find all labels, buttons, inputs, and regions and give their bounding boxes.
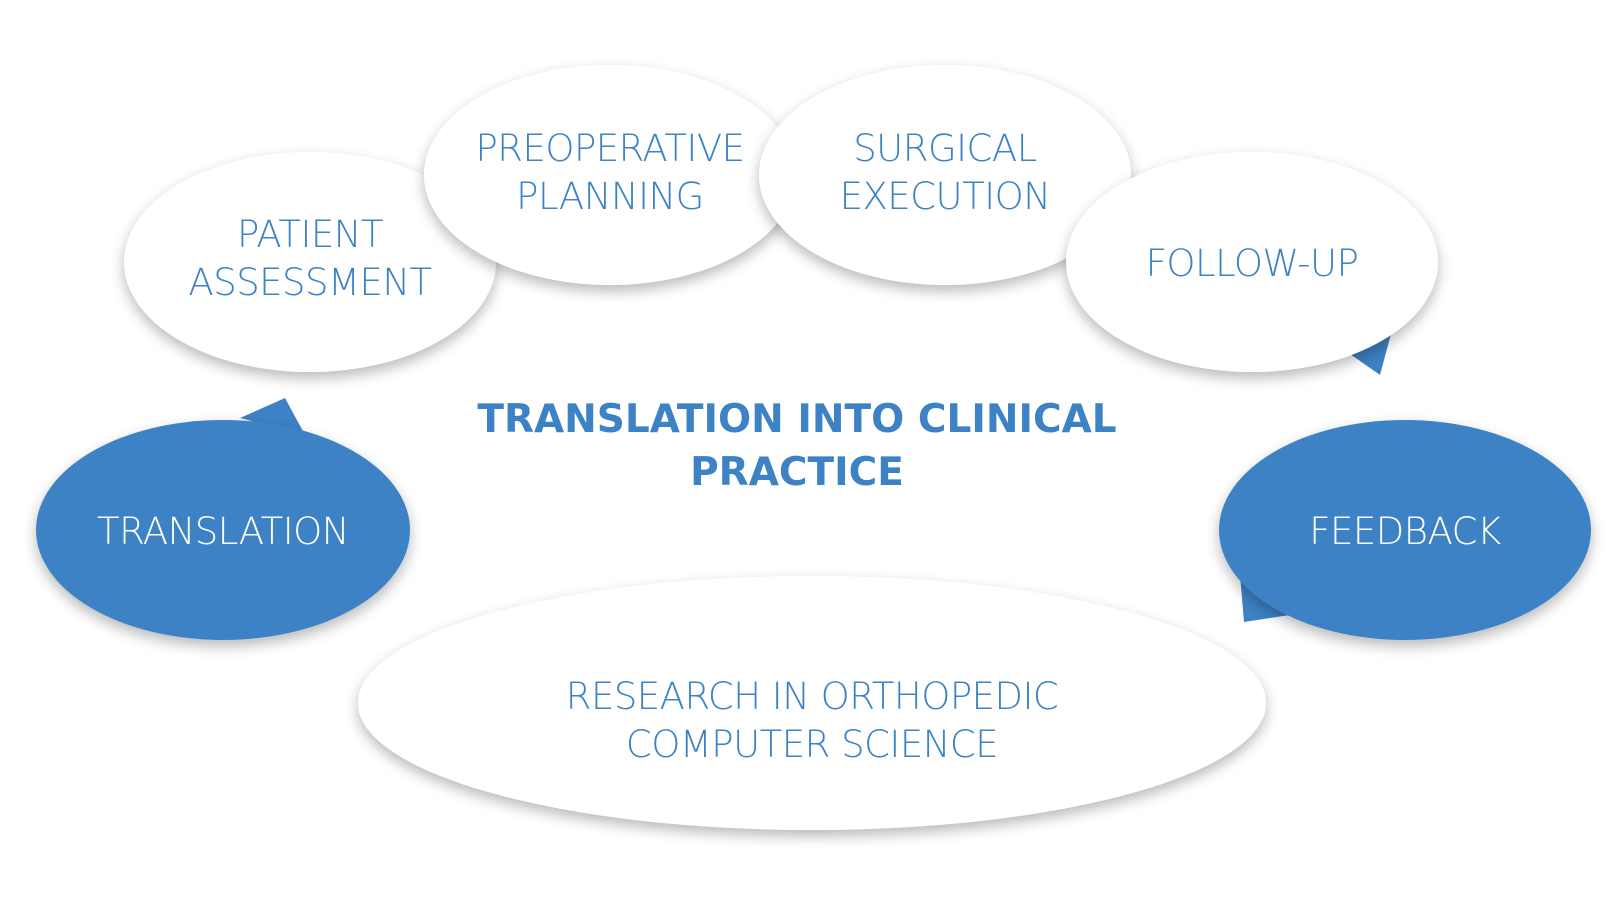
node-patient-assessment-line-2: ASSESSMENT xyxy=(188,261,431,304)
node-preoperative-planning-line-2: PLANNING xyxy=(516,175,704,218)
node-follow-up: FOLLOW-UP xyxy=(1066,152,1438,372)
node-follow-up-line-1: FOLLOW-UP xyxy=(1146,242,1359,285)
node-surgical-execution-line-2: EXECUTION xyxy=(840,175,1051,218)
node-research-line-2: COMPUTER SCIENCE xyxy=(626,723,998,766)
node-feedback: FEEDBACK xyxy=(1219,420,1591,640)
node-research-line-1: RESEARCH IN ORTHOPEDIC xyxy=(566,675,1059,718)
node-feedback-line-1: FEEDBACK xyxy=(1309,510,1501,553)
arrow-tail-translation-to-patient xyxy=(240,398,305,435)
node-patient-assessment: PATIENT ASSESSMENT xyxy=(124,152,496,372)
node-translation: TRANSLATION xyxy=(36,420,410,640)
node-patient-assessment-line-1: PATIENT xyxy=(237,213,383,256)
diagram-title-line-1: TRANSLATION INTO CLINICAL xyxy=(477,397,1116,442)
node-translation-line-1: TRANSLATION xyxy=(97,510,349,553)
diagram-title-line-2: PRACTICE xyxy=(690,450,904,495)
node-preoperative-planning: PREOPERATIVE PLANNING xyxy=(424,65,796,285)
diagram-title: TRANSLATION INTO CLINICAL PRACTICE xyxy=(477,397,1116,495)
node-preoperative-planning-line-1: PREOPERATIVE xyxy=(475,127,744,170)
node-research: RESEARCH IN ORTHOPEDIC COMPUTER SCIENCE xyxy=(358,576,1266,830)
node-surgical-execution-line-1: SURGICAL xyxy=(853,127,1037,170)
node-surgical-execution: SURGICAL EXECUTION xyxy=(759,65,1131,285)
